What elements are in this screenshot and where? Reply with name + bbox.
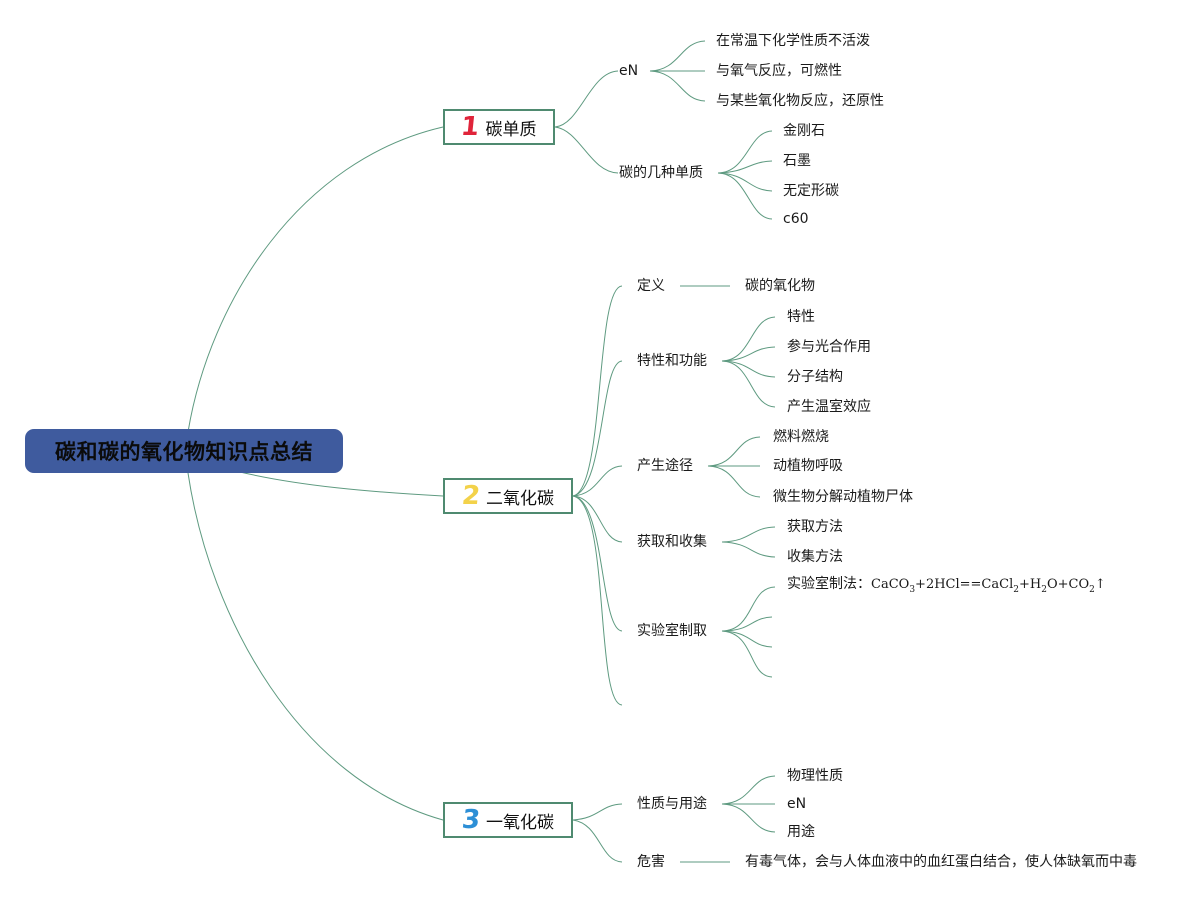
leaf-item[interactable]: 特性 [787, 309, 815, 325]
topic-hazard[interactable]: 危害 [637, 854, 665, 870]
root-topic[interactable]: 碳和碳的氧化物知识点总结 [25, 429, 343, 473]
leaf-item[interactable]: 用途 [787, 824, 815, 840]
leaf-item[interactable]: 碳的氧化物 [745, 278, 815, 294]
topic-sources[interactable]: 产生途径 [637, 458, 693, 474]
leaf-item[interactable]: 微生物分解动植物尸体 [773, 489, 913, 505]
leaf-item[interactable]: 产生温室效应 [787, 399, 871, 415]
leaf-item[interactable]: 收集方法 [787, 549, 843, 565]
topic-collection[interactable]: 获取和收集 [637, 534, 707, 550]
leaf-item[interactable]: eN [787, 796, 807, 812]
link-b1-forms [554, 126, 619, 174]
link-b3-harm [572, 819, 623, 863]
link-root-branch3 [187, 472, 444, 821]
topic-properties-uses[interactable]: 性质与用途 [637, 796, 707, 812]
leaf-item[interactable]: 有毒气体，会与人体血液中的血红蛋白结合，使人体缺氧而中毒 [745, 854, 1137, 870]
link-root-branch2 [239, 471, 444, 497]
leaf-item[interactable]: 无定形碳 [783, 183, 839, 199]
leaf-item[interactable]: 石墨 [783, 153, 811, 169]
branch-2[interactable]: 2 二氧化碳 [443, 478, 573, 514]
link-root-branch1 [187, 126, 444, 433]
branch-3[interactable]: 3 一氧化碳 [443, 802, 573, 838]
leaf-item[interactable]: 金刚石 [783, 123, 825, 139]
number-badge: 2 [460, 481, 482, 511]
link-b2-lab [572, 495, 623, 632]
link-b2-empty [572, 495, 623, 706]
branch-label: 碳单质 [485, 119, 537, 140]
link-b2-props [572, 360, 623, 497]
lab-prefix: 实验室制法： [787, 576, 871, 593]
leaf-item[interactable]: 燃料燃烧 [773, 429, 829, 445]
lab-equation[interactable]: 实验室制法：CaCO3+2HCl==CaCl2+H2O+CO2↑ [787, 576, 1106, 598]
branch-label: 一氧化碳 [486, 812, 555, 833]
leaf-item[interactable]: 获取方法 [787, 519, 843, 535]
chemical-equation: CaCO3+2HCl==CaCl2+H2O+CO2↑ [871, 577, 1106, 595]
leaf-item[interactable]: 参与光合作用 [787, 339, 871, 355]
link-b2-collect [572, 495, 623, 543]
branch-label: 二氧化碳 [486, 488, 555, 509]
link-b3-props [572, 803, 623, 821]
link-b2-def [572, 285, 623, 497]
branch-1[interactable]: 1 碳单质 [443, 109, 555, 145]
leaf-item[interactable]: 与某些氧化物反应，还原性 [716, 93, 884, 109]
leaf-item[interactable]: c60 [783, 211, 809, 227]
topic-en[interactable]: eN [619, 63, 639, 79]
topic-lab-preparation[interactable]: 实验室制取 [637, 623, 707, 639]
leaf-item[interactable]: 分子结构 [787, 369, 843, 385]
root-label: 碳和碳的氧化物知识点总结 [55, 440, 313, 464]
leaf-item[interactable]: 动植物呼吸 [773, 458, 843, 474]
link-b1-en [554, 70, 619, 128]
topic-carbon-forms[interactable]: 碳的几种单质 [619, 165, 703, 181]
number-badge: 3 [460, 805, 482, 835]
link-b2-sources [572, 465, 623, 497]
number-badge: 1 [459, 112, 482, 142]
leaf-item[interactable]: 与氧气反应，可燃性 [716, 63, 842, 79]
topic-definition[interactable]: 定义 [637, 278, 665, 294]
topic-properties[interactable]: 特性和功能 [637, 353, 707, 369]
leaf-item[interactable]: 物理性质 [787, 768, 843, 784]
leaf-item[interactable]: 在常温下化学性质不活泼 [716, 33, 870, 49]
